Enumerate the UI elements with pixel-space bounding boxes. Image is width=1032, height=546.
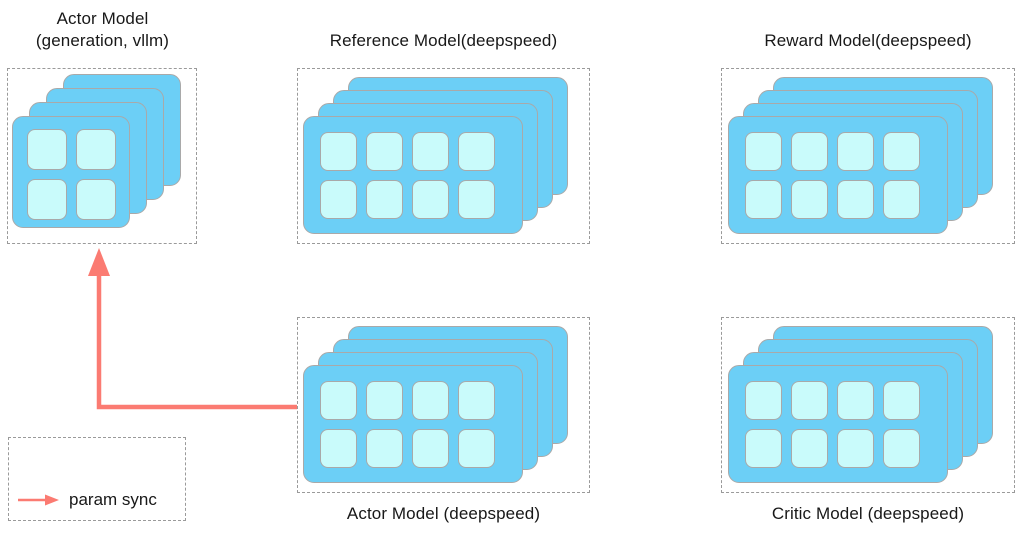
card-cell: [883, 429, 920, 468]
card-cell-grid: [745, 381, 920, 468]
card-cell: [76, 129, 116, 170]
card-cell: [791, 429, 828, 468]
card-cell: [745, 180, 782, 219]
legend-box: param sync: [8, 437, 186, 521]
card-layer-1: [12, 116, 130, 228]
card-cell: [320, 180, 357, 219]
group-title-actor-deepspeed: Actor Model (deepspeed): [346, 504, 541, 523]
param-sync-arrow-line: [96, 268, 297, 410]
group-box-actor-deepspeed[interactable]: [297, 317, 590, 493]
card-cell: [883, 381, 920, 420]
group-box-actor-vllm[interactable]: [7, 68, 197, 244]
group-title-reference: Reference Model(deepspeed): [329, 31, 558, 50]
group-box-reference[interactable]: [297, 68, 590, 244]
legend-row: param sync: [17, 490, 157, 510]
card-cell: [412, 429, 449, 468]
card-cell: [837, 381, 874, 420]
group-box-reward[interactable]: [721, 68, 1015, 244]
card-cell: [745, 132, 782, 171]
group-box-critic[interactable]: [721, 317, 1015, 493]
group-title-reward: Reward Model(deepspeed): [764, 31, 972, 50]
card-cell: [366, 429, 403, 468]
card-cell: [883, 180, 920, 219]
card-cell: [837, 429, 874, 468]
card-cell: [458, 429, 495, 468]
card-cell: [458, 132, 495, 171]
card-cell: [837, 132, 874, 171]
card-cell-grid: [27, 129, 116, 220]
group-title-critic: Critic Model (deepspeed): [771, 504, 965, 523]
card-cell: [791, 180, 828, 219]
card-stack-actor-deepspeed: [298, 318, 591, 494]
card-cell: [745, 429, 782, 468]
legend-arrow-icon: [18, 494, 59, 506]
card-cell: [320, 381, 357, 420]
card-cell-grid: [320, 381, 495, 468]
card-layer-1: [303, 365, 523, 483]
card-cell-grid: [745, 132, 920, 219]
card-cell: [745, 381, 782, 420]
card-cell: [27, 179, 67, 220]
card-cell: [366, 381, 403, 420]
legend-label: param sync: [69, 490, 157, 509]
card-cell: [320, 132, 357, 171]
card-cell: [458, 381, 495, 420]
card-layer-1: [728, 365, 948, 483]
card-cell: [458, 180, 495, 219]
card-cell: [412, 132, 449, 171]
card-stack-reward: [722, 69, 1016, 245]
card-cell: [412, 381, 449, 420]
card-stack-actor-vllm: [8, 69, 198, 245]
card-cell-grid: [320, 132, 495, 219]
group-title-actor-vllm: Actor Model (generation, vllm): [35, 9, 170, 50]
card-stack-critic: [722, 318, 1016, 494]
card-cell: [366, 180, 403, 219]
card-cell: [837, 180, 874, 219]
param-sync-arrow-head: [88, 248, 110, 276]
card-cell: [791, 381, 828, 420]
card-cell: [76, 179, 116, 220]
card-stack-reference: [298, 69, 591, 245]
card-cell: [27, 129, 67, 170]
card-cell: [412, 180, 449, 219]
card-layer-1: [303, 116, 523, 234]
card-cell: [883, 132, 920, 171]
card-layer-1: [728, 116, 948, 234]
card-cell: [320, 429, 357, 468]
card-cell: [366, 132, 403, 171]
card-cell: [791, 132, 828, 171]
